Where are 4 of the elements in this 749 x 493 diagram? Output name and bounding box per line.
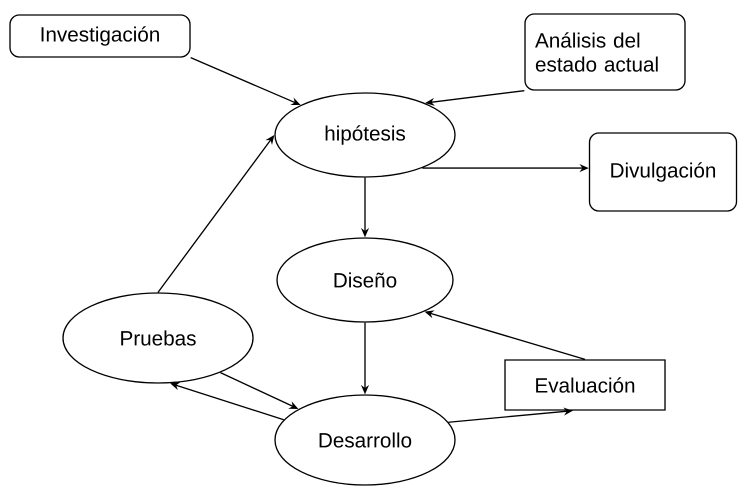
process-box: Análisis del estado actual [524, 13, 686, 91]
process-box: Investigación [9, 14, 191, 58]
process-box: Evaluación [504, 359, 666, 411]
process-box: Divulgación [588, 132, 738, 212]
